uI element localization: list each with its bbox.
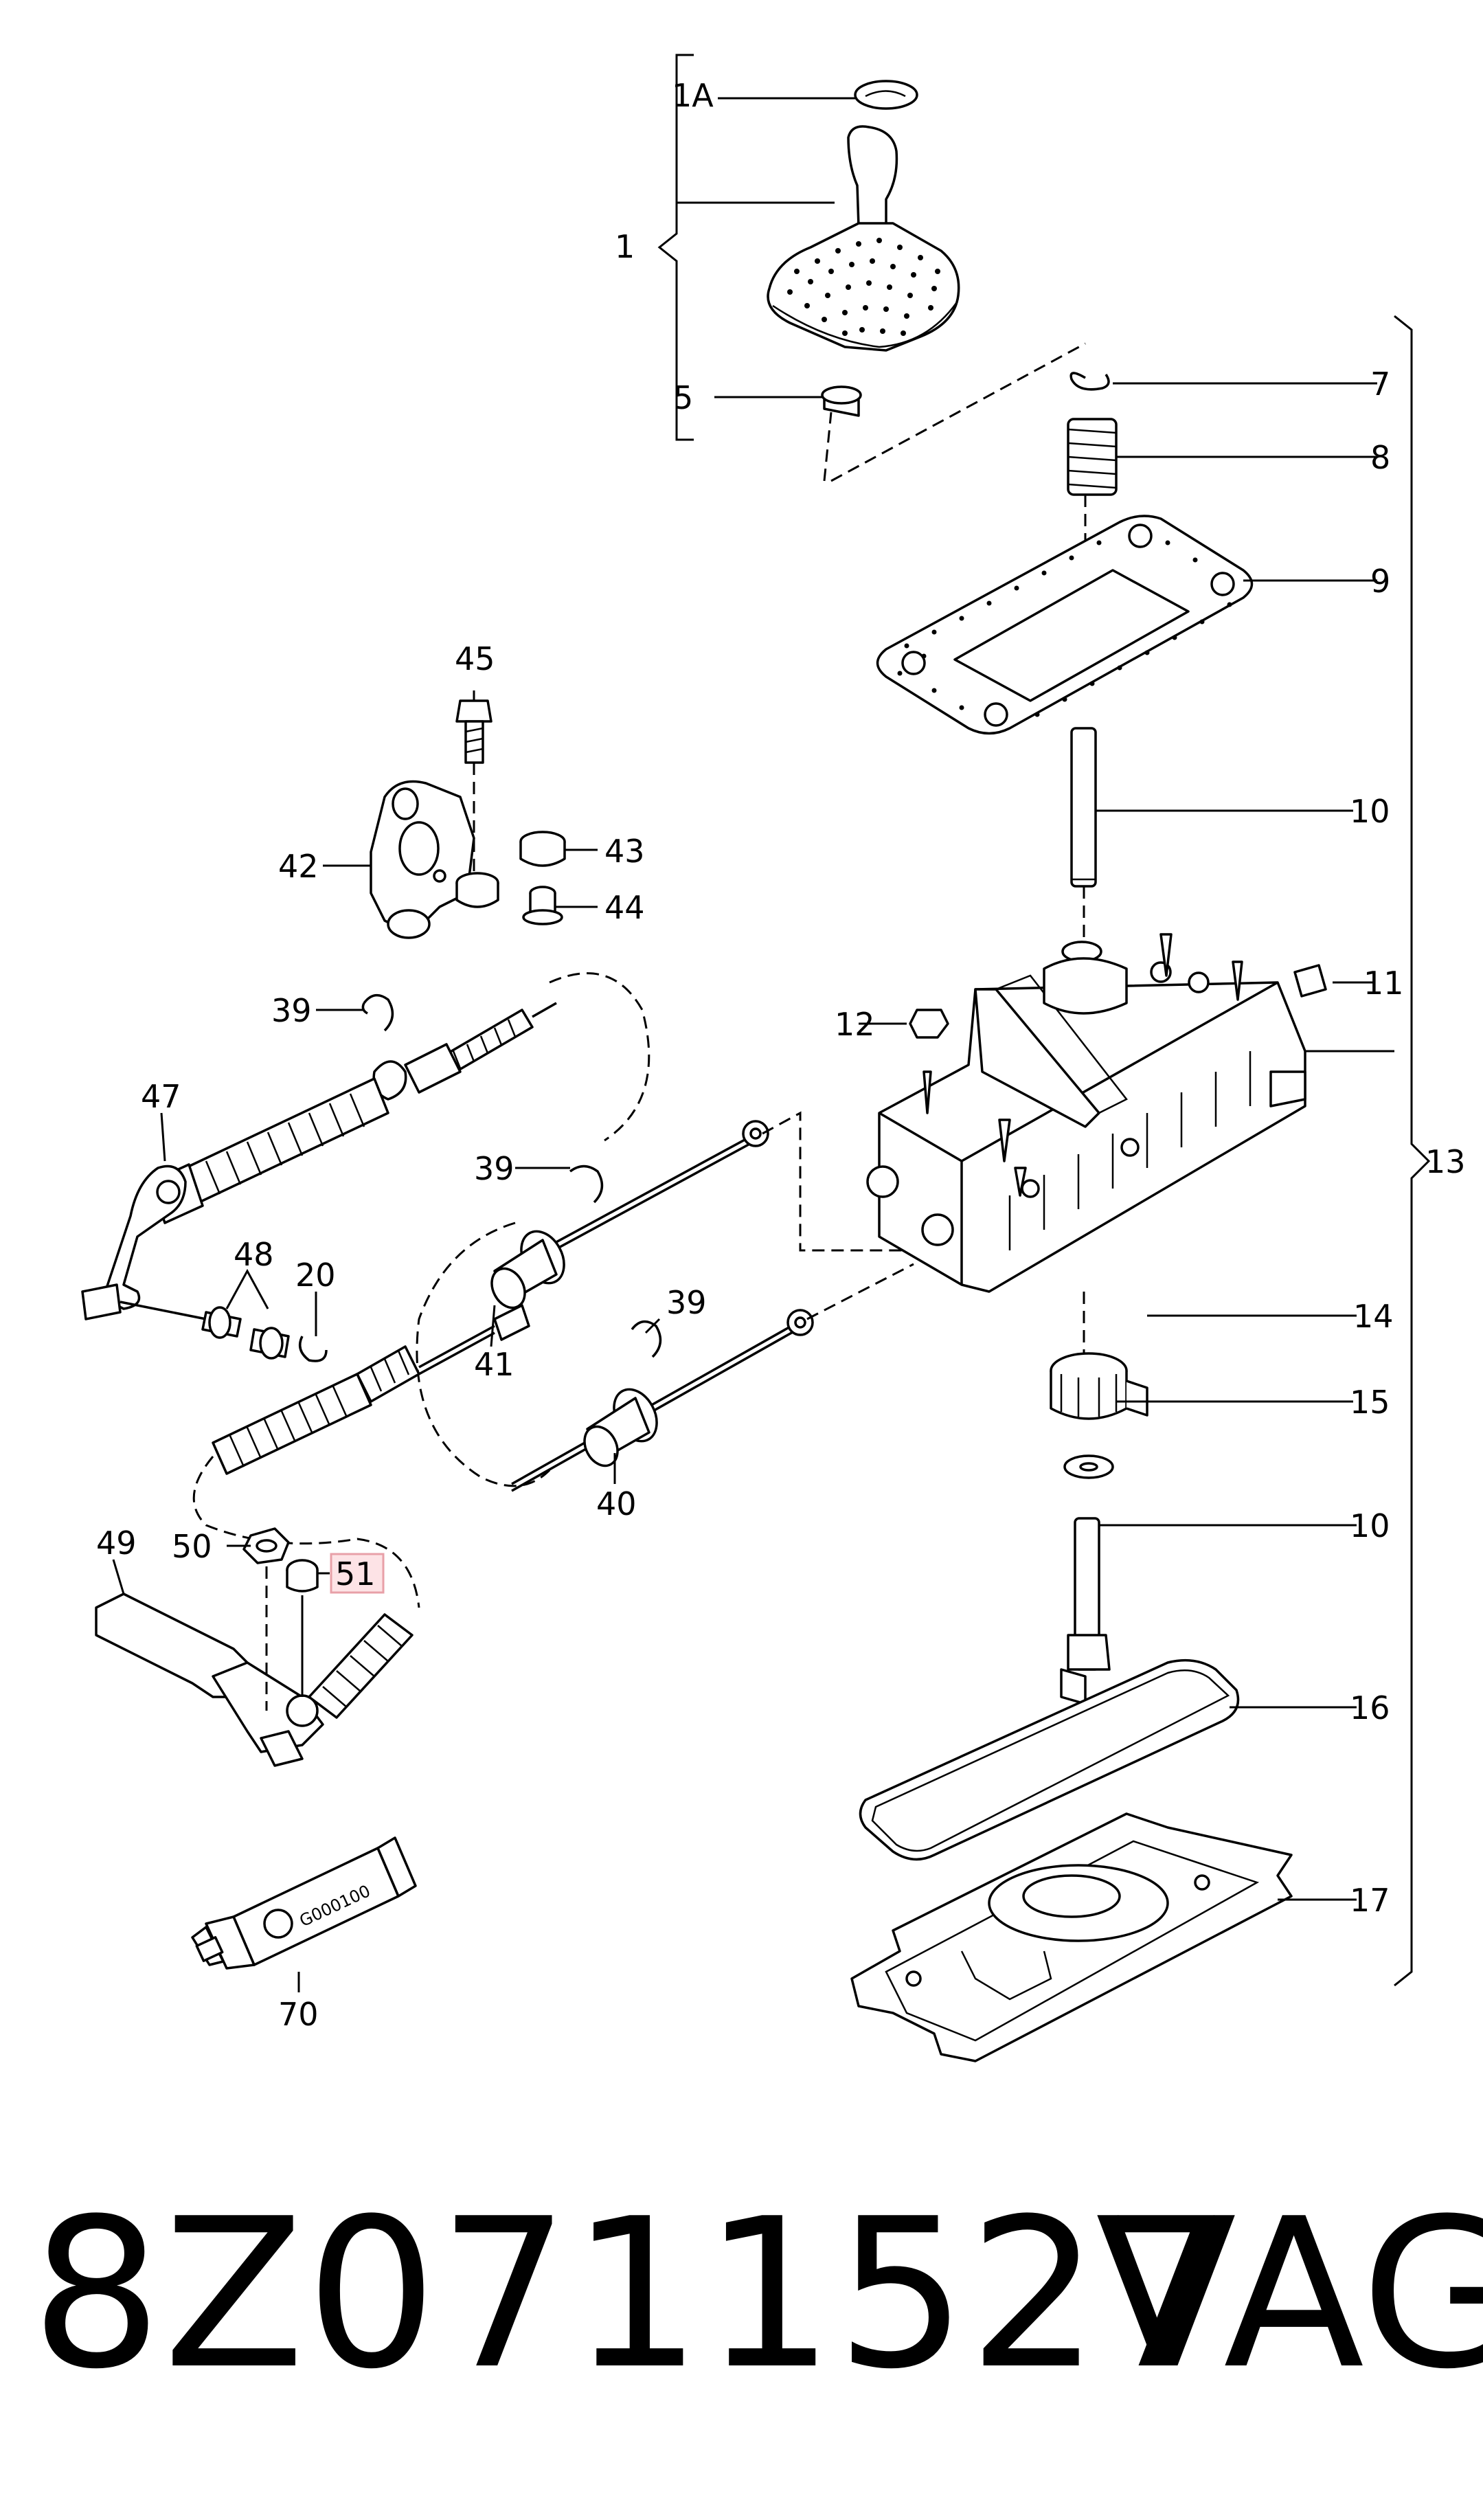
cable-40 <box>511 1318 804 1485</box>
clip-11 <box>1293 964 1327 998</box>
selector-lever-49 <box>95 1593 324 1767</box>
callout-48: 48 <box>234 1236 274 1273</box>
gasket-9 <box>876 515 1254 735</box>
cable-loop-middle <box>416 1222 551 1487</box>
clip-39-upper <box>361 993 394 1032</box>
callout-39-upper: 39 <box>271 992 312 1029</box>
callout-15: 15 <box>1350 1384 1390 1421</box>
housing-screw-a <box>1159 933 1173 977</box>
callout-44: 44 <box>604 889 645 926</box>
shift-knob-1 <box>767 125 960 352</box>
cable-end-upper <box>372 1002 557 1101</box>
grease-tube-70: G000100 <box>191 1836 417 1970</box>
gearshift-housing <box>866 941 1306 1293</box>
cap-51 <box>286 1559 319 1593</box>
cable-loop-upper <box>549 972 650 1142</box>
grommet-41 <box>490 1230 565 1309</box>
pin-48 <box>201 1306 290 1360</box>
housing-screw-c <box>998 1118 1011 1162</box>
clip-39-lower <box>631 1320 662 1358</box>
callout-70: 70 <box>278 1996 319 2033</box>
callout-20: 20 <box>295 1257 336 1294</box>
callout-7: 7 <box>1370 365 1390 403</box>
bellows-lower <box>212 1373 372 1475</box>
clip-20 <box>298 1336 328 1362</box>
gasket-texture <box>897 540 1232 717</box>
lever-arm-47 <box>81 1165 207 1320</box>
cable-41-route <box>762 1111 907 1252</box>
cable-41-inner <box>521 1129 763 1262</box>
bracket-42 <box>370 780 475 939</box>
callout-40: 40 <box>596 1485 637 1522</box>
callout-49: 49 <box>96 1525 137 1562</box>
callout-41: 41 <box>474 1346 514 1383</box>
callout-10-upper: 10 <box>1350 793 1390 830</box>
callout-39-lower: 39 <box>666 1284 707 1321</box>
base-plate-17 <box>850 1812 1293 2062</box>
callout-50: 50 <box>172 1528 212 1565</box>
callout-42: 42 <box>278 848 319 885</box>
knob-group-bracket <box>657 54 694 441</box>
callout-45: 45 <box>455 640 495 677</box>
bearing-14 <box>1050 1352 1148 1420</box>
circlip-7 <box>1069 372 1110 391</box>
callout-12: 12 <box>835 1006 875 1043</box>
callout-14: 14 <box>1353 1298 1394 1335</box>
cable-40-route <box>806 1263 914 1320</box>
knob-assembly-line <box>823 342 1086 482</box>
callout-13: 13 <box>1425 1143 1466 1180</box>
callout-10-lower: 10 <box>1350 1507 1390 1544</box>
screw-12 <box>909 1009 949 1114</box>
boot-texture <box>787 238 940 336</box>
sleeve-44 <box>522 886 563 925</box>
clamp-5 <box>821 385 862 417</box>
callout-17: 17 <box>1350 1882 1390 1919</box>
cable-sleeve-middle <box>356 1304 530 1403</box>
callout-43: 43 <box>604 833 645 870</box>
callout-51: 51 <box>335 1555 376 1593</box>
callout-9: 9 <box>1370 563 1390 600</box>
grommet-40 <box>583 1388 658 1467</box>
shift-rod-10-upper <box>1070 727 1097 888</box>
housing-group-bracket <box>1394 315 1431 1987</box>
clip-39-middle <box>569 1165 604 1204</box>
callout-8: 8 <box>1370 439 1390 476</box>
callout-1a: 1A <box>672 77 714 114</box>
cable-41-eyelet <box>742 1120 769 1147</box>
shift-rod-10-lower <box>1060 1517 1111 1705</box>
knob-cap-1a <box>854 80 918 110</box>
callout-5: 5 <box>673 379 693 416</box>
bushing-43 <box>455 831 566 908</box>
cable-40-eyelet <box>786 1309 814 1336</box>
washer-15 <box>1063 1454 1114 1479</box>
brand-name: VAG <box>1096 2174 1483 2414</box>
callout-16: 16 <box>1350 1689 1390 1726</box>
bellows-47 <box>150 1077 389 1224</box>
spring-8 <box>1067 418 1118 496</box>
part-number: 8Z0711527 <box>31 2174 1234 2414</box>
bolt-45 <box>455 699 493 764</box>
callout-39-middle: 39 <box>474 1150 514 1187</box>
callout-51-highlight <box>330 1553 385 1594</box>
seal-16 <box>859 1658 1240 1861</box>
callout-11: 11 <box>1363 965 1404 1002</box>
callout-47: 47 <box>141 1078 181 1115</box>
housing-screw-d <box>1014 1167 1027 1197</box>
bellows-49 <box>308 1613 414 1719</box>
housing-screw-b <box>1232 960 1243 1001</box>
callout-1: 1 <box>615 228 635 265</box>
nut-50 <box>242 1527 290 1564</box>
